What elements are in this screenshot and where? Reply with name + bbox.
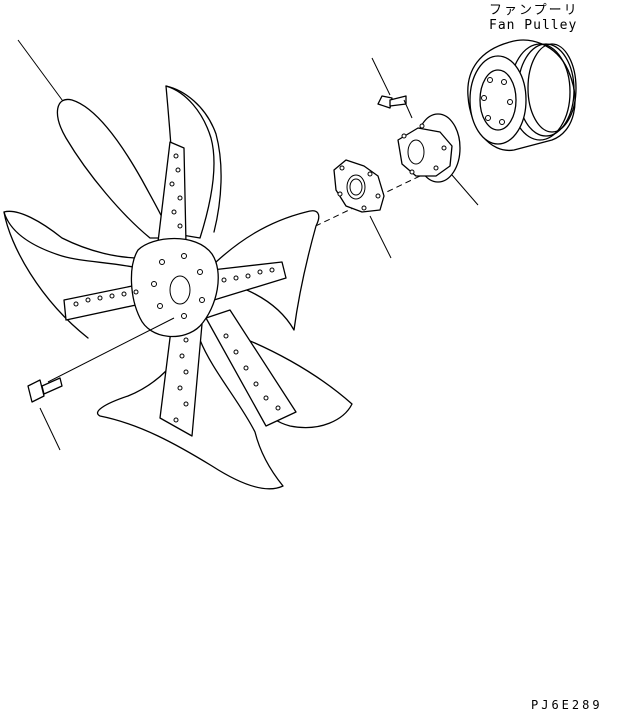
leader-spacer: [369, 215, 392, 259]
arm-rivet-holes: [73, 153, 281, 423]
fan-blade-edge-left: [3, 211, 89, 339]
drawing-code: PJ6E289: [531, 698, 603, 712]
pulley-icon: [467, 39, 577, 151]
fan-blade-top-left: [56, 98, 171, 239]
leader-hub-bolt: [371, 57, 391, 96]
fan-blade-icon: [3, 85, 353, 490]
fan-center-hole: [169, 275, 191, 305]
spider-arm-top: [157, 141, 187, 245]
leader-hub: [451, 174, 479, 206]
fan-blade-edge-top: [165, 85, 222, 233]
hub-icon: [397, 113, 461, 183]
leader-lines: [17, 39, 479, 451]
fan-pulley-label-jp: ファンプーリ: [489, 3, 579, 18]
fan-blade-left: [3, 210, 141, 269]
leader-fan: [17, 39, 69, 109]
leader-fan-bolt: [39, 407, 61, 451]
bolt-icon: [27, 317, 175, 403]
spider-arm-bottom-right: [205, 309, 297, 427]
fan-pulley-label-en: Fan Pulley: [489, 18, 578, 33]
bolt-icon: [377, 95, 413, 119]
spacer-icon: [333, 159, 385, 213]
fan-hub-bolt-holes: [151, 253, 205, 319]
